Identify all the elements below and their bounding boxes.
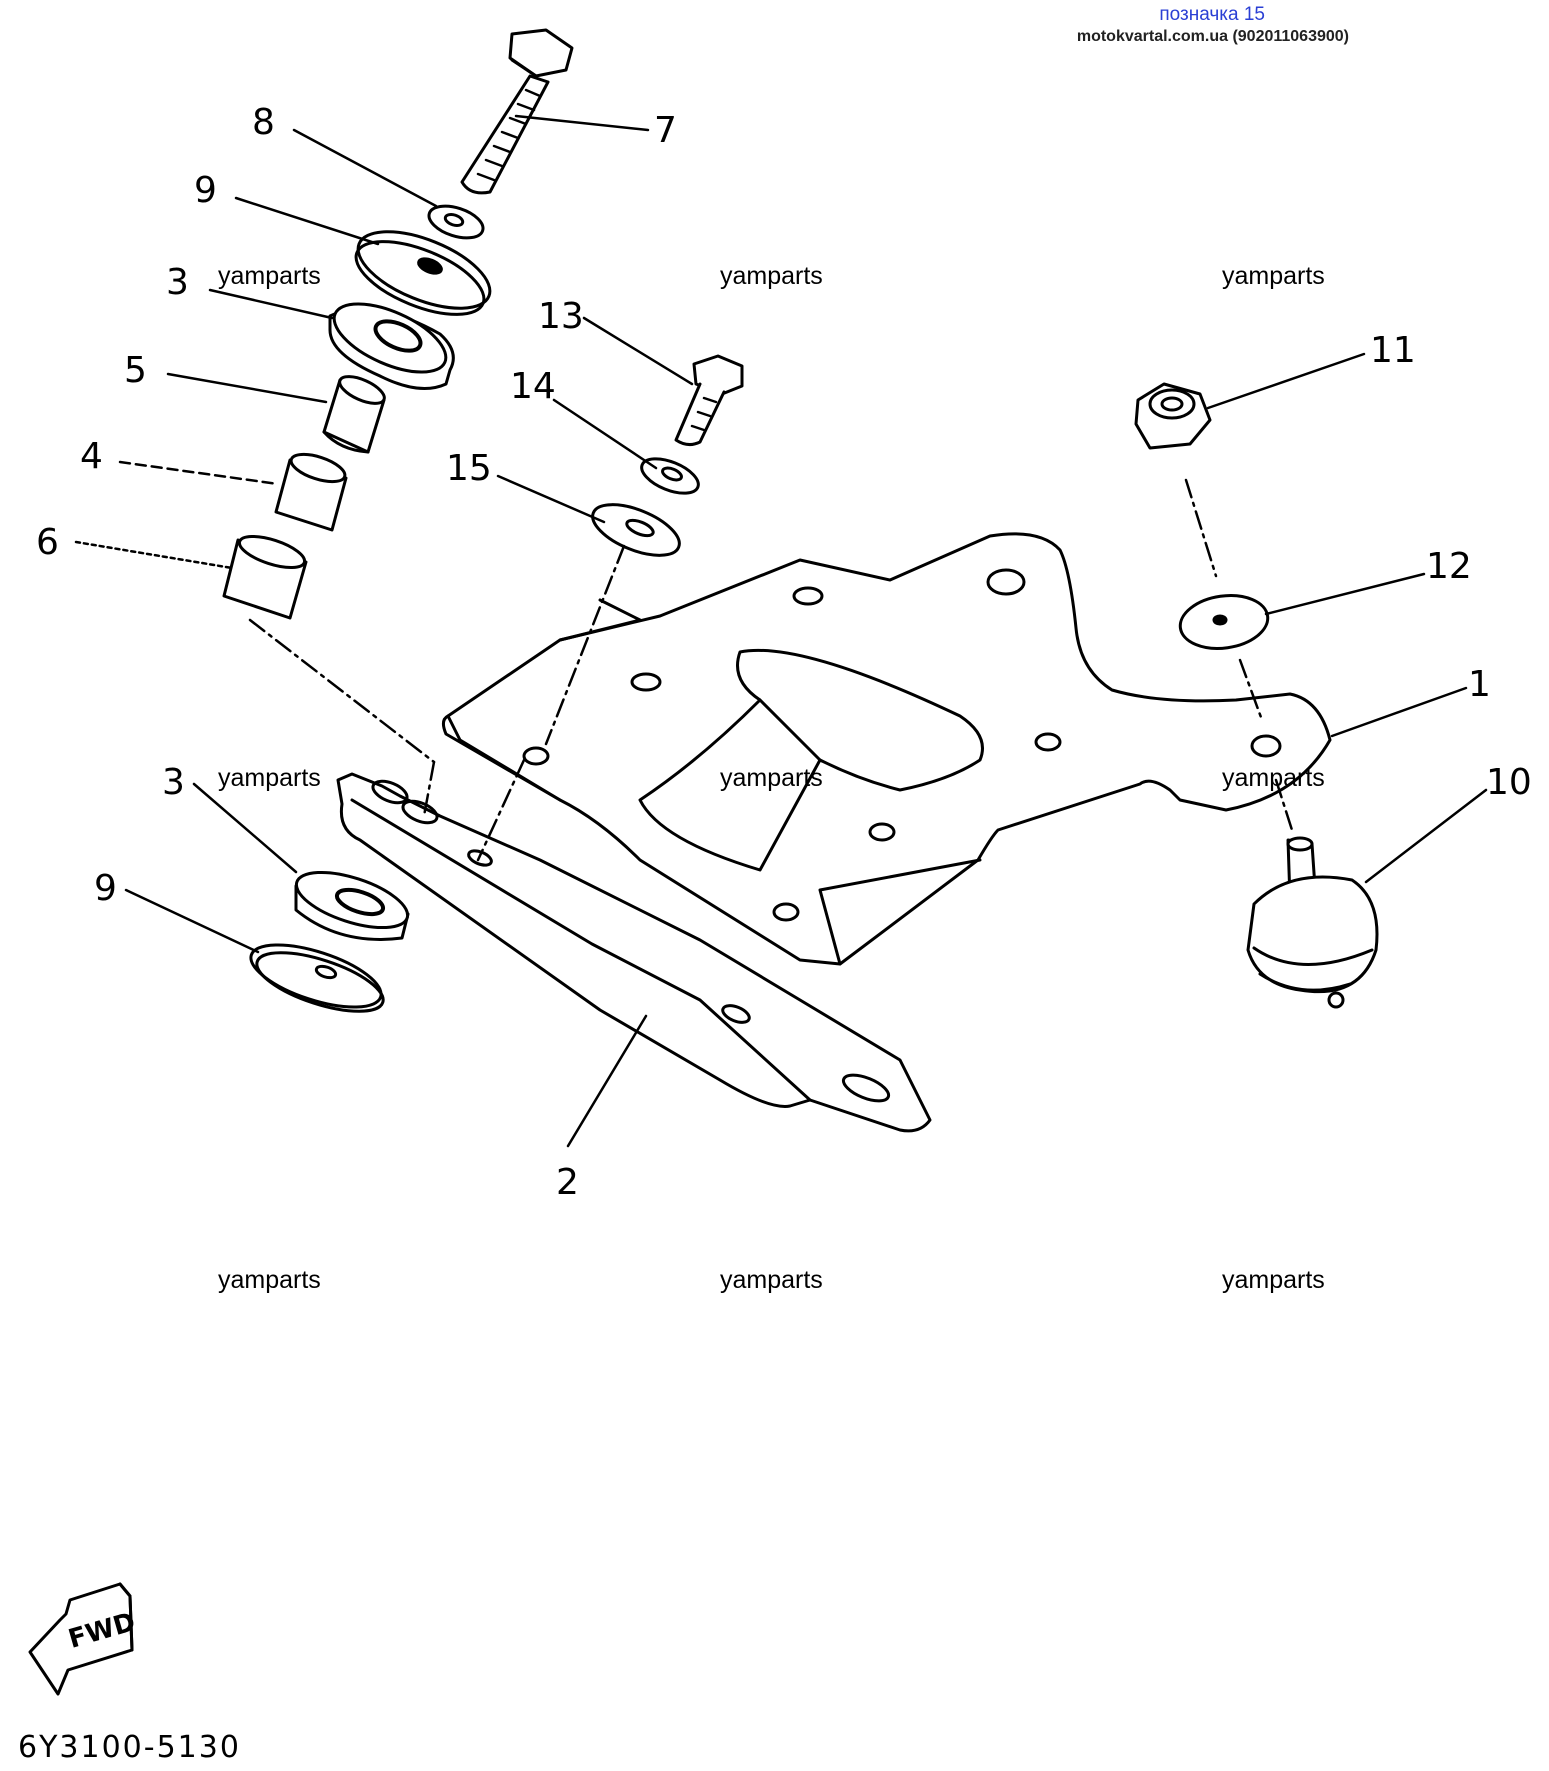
callout-4: 4: [80, 436, 103, 477]
callout-3: 3: [166, 262, 189, 303]
fwd-arrow-icon: [28, 1582, 134, 1696]
callout-3: 3: [162, 762, 185, 803]
callout-10: 10: [1486, 762, 1532, 803]
callout-9: 9: [94, 868, 117, 909]
diagram-code: 6Y3100-5130: [18, 1730, 241, 1765]
nut-11: [1134, 382, 1212, 450]
watermark: yamparts: [1222, 1266, 1325, 1294]
washer-15: [591, 503, 681, 557]
watermark: yamparts: [218, 764, 321, 792]
watermark: yamparts: [720, 1266, 823, 1294]
side-plate-2: [336, 772, 932, 1133]
callout-15: 15: [446, 448, 492, 489]
watermark: yamparts: [218, 1266, 321, 1294]
callout-2: 2: [556, 1162, 579, 1203]
watermark: yamparts: [1222, 262, 1325, 290]
callout-11: 11: [1370, 330, 1416, 371]
callout-1: 1: [1468, 664, 1491, 705]
assembly-lines: [248, 478, 1294, 862]
washer-12: [1178, 594, 1270, 650]
damper-3-bottom: [294, 870, 410, 941]
callout-8: 8: [252, 102, 275, 143]
washer-9-top: [354, 230, 492, 316]
collar-5: [322, 375, 386, 454]
leader-lines: [74, 114, 1488, 1148]
callout-13: 13: [538, 296, 584, 337]
callout-6: 6: [36, 522, 59, 563]
callout-9: 9: [194, 170, 217, 211]
bolt-7: [460, 28, 574, 195]
callout-7: 7: [654, 110, 677, 151]
damper-10: [1246, 836, 1379, 1009]
watermark: yamparts: [1222, 764, 1325, 792]
callout-12: 12: [1426, 546, 1472, 587]
damper-3-top: [328, 302, 455, 390]
callout-14: 14: [510, 366, 556, 407]
lock-washer-8: [427, 204, 485, 240]
site-reference: motokvartal.com.ua (902011063900): [1076, 28, 1349, 45]
lock-washer-14: [640, 457, 700, 495]
page-marker: позначка 15: [1159, 4, 1265, 25]
watermark: yamparts: [720, 262, 823, 290]
collar-6: [222, 534, 308, 620]
collar-4: [274, 452, 348, 532]
bolt-13: [674, 354, 744, 447]
engine-bracket-1: [441, 532, 1332, 966]
callout-5: 5: [124, 350, 147, 391]
watermark: yamparts: [218, 262, 321, 290]
watermark: yamparts: [720, 764, 823, 792]
washer-9-bottom: [249, 943, 385, 1013]
